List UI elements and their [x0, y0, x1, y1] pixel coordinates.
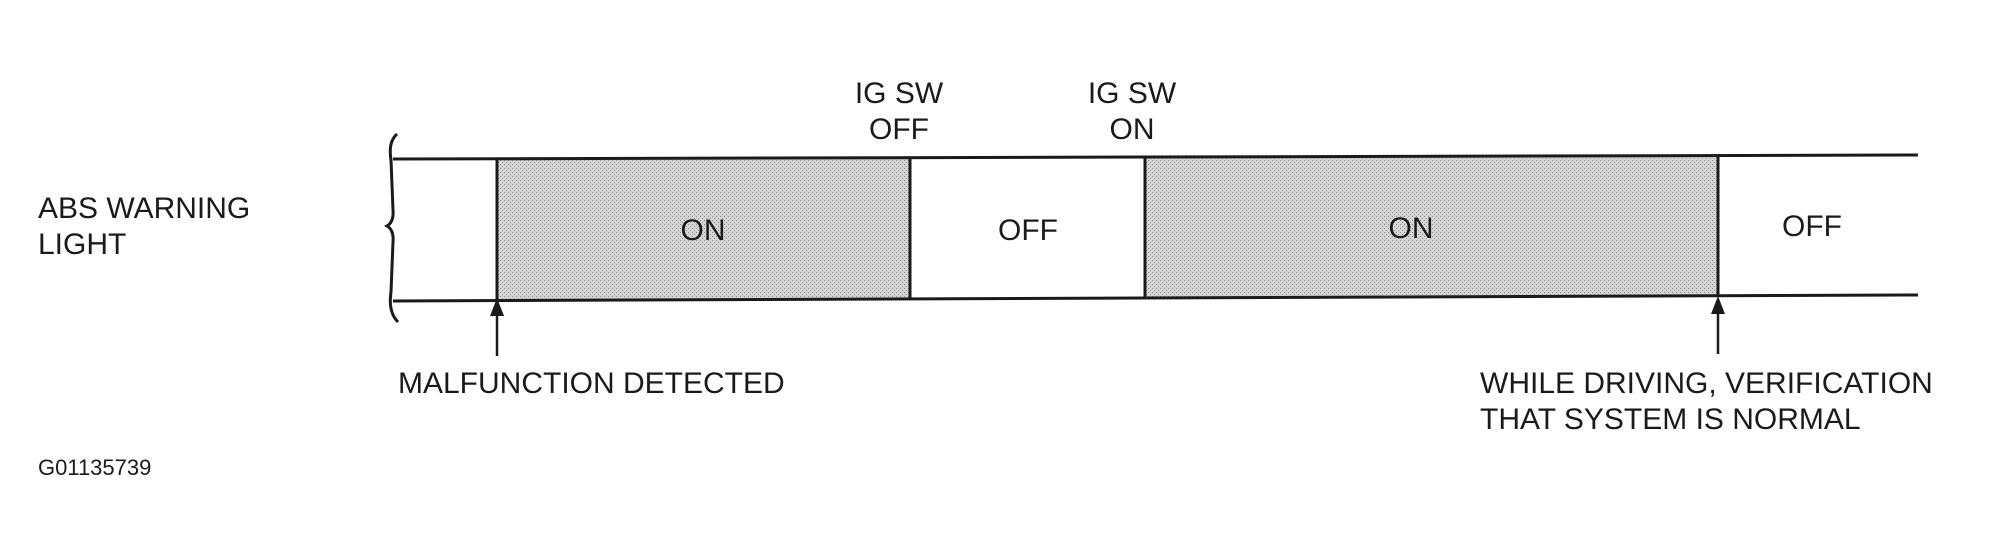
segment-on-1-fill [497, 159, 910, 299]
signal-label: ABS WARNING LIGHT [38, 191, 338, 263]
ig-sw-on-line1: IG SW [1087, 77, 1177, 110]
ig-sw-off-line2: OFF [869, 113, 929, 146]
segment-label-2: OFF [998, 214, 1058, 247]
ig-sw-on-marker: IG SW ON [1032, 76, 1232, 148]
segment-on-2-fill [1145, 157, 1718, 297]
malfunction-caption: MALFUNCTION DETECTED [398, 367, 785, 400]
signal-label-line1: ABS WARNING [38, 192, 251, 225]
timeline-bottom-rail [392, 293, 1919, 303]
segment-label-1: ON [681, 214, 726, 247]
timeline-top-rail [392, 153, 1919, 161]
normal-arrow-head [1711, 296, 1725, 314]
signal-label-line2: LIGHT [38, 228, 127, 261]
normal-caption-line1: WHILE DRIVING, VERIFICATION [1480, 367, 1933, 400]
normal-caption: WHILE DRIVING, VERIFICATION THAT SYSTEM … [1480, 366, 1980, 438]
left-bracket [383, 132, 400, 324]
ig-sw-off-line1: IG SW [854, 77, 944, 110]
normal-caption-line2: THAT SYSTEM IS NORMAL [1480, 403, 1861, 436]
ig-sw-on-line2: ON [1109, 113, 1155, 146]
segment-label-4: OFF [1782, 210, 1842, 243]
ig-sw-off-marker: IG SW OFF [799, 76, 999, 148]
figure-id: G01135739 [38, 455, 152, 480]
malfunction-arrow-head [490, 298, 504, 316]
segment-label-3: ON [1389, 212, 1434, 245]
